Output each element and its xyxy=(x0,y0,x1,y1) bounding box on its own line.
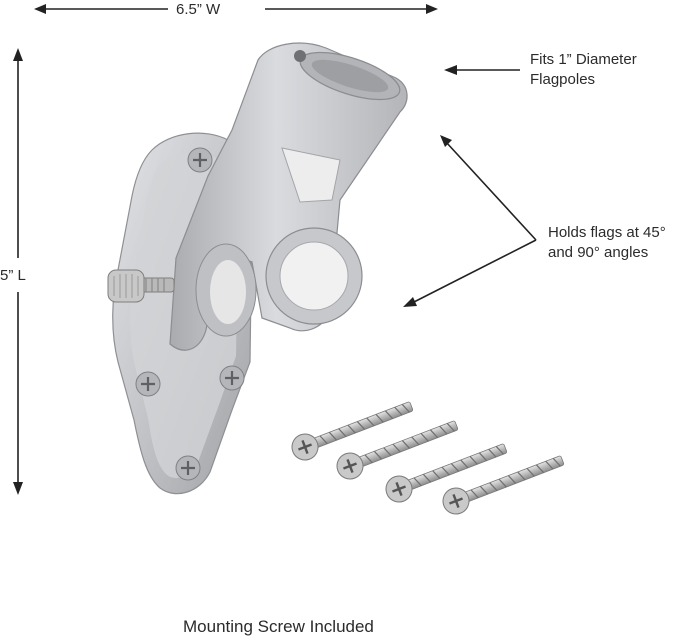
width-dimension-label: 6.5” W xyxy=(176,1,221,18)
pole-holder-tube xyxy=(169,42,408,351)
fits-callout-arrow xyxy=(444,65,520,75)
length-dimension-arrow xyxy=(13,48,23,495)
fits-callout: Fits 1” Diameter Flagpoles xyxy=(530,50,637,90)
mounting-screw-2 xyxy=(336,420,459,480)
mounting-screw-4 xyxy=(442,455,565,515)
plate-screw-right xyxy=(219,365,245,391)
thumb-screw xyxy=(107,269,175,303)
plate-screw-top xyxy=(187,147,213,173)
width-dimension-arrow xyxy=(34,4,438,14)
fits-callout-line-2: Flagpoles xyxy=(530,71,596,88)
holds-callout-arrows xyxy=(403,135,537,307)
length-dimension-label: 5” L xyxy=(0,267,26,284)
fits-callout-line-1: Fits 1” Diameter xyxy=(530,51,637,68)
holds-callout: Holds flags at 45° and 90° angles xyxy=(548,223,666,263)
caption: Mounting Screw Included xyxy=(183,617,374,636)
holds-callout-line-2: and 90° angles xyxy=(548,244,649,261)
holds-callout-line-1: Holds flags at 45° xyxy=(548,224,666,241)
plate-screw-left xyxy=(135,371,161,397)
mounting-screw-1 xyxy=(291,401,414,461)
plate-screw-bottom xyxy=(175,455,201,481)
mounting-screw-3 xyxy=(385,443,508,503)
